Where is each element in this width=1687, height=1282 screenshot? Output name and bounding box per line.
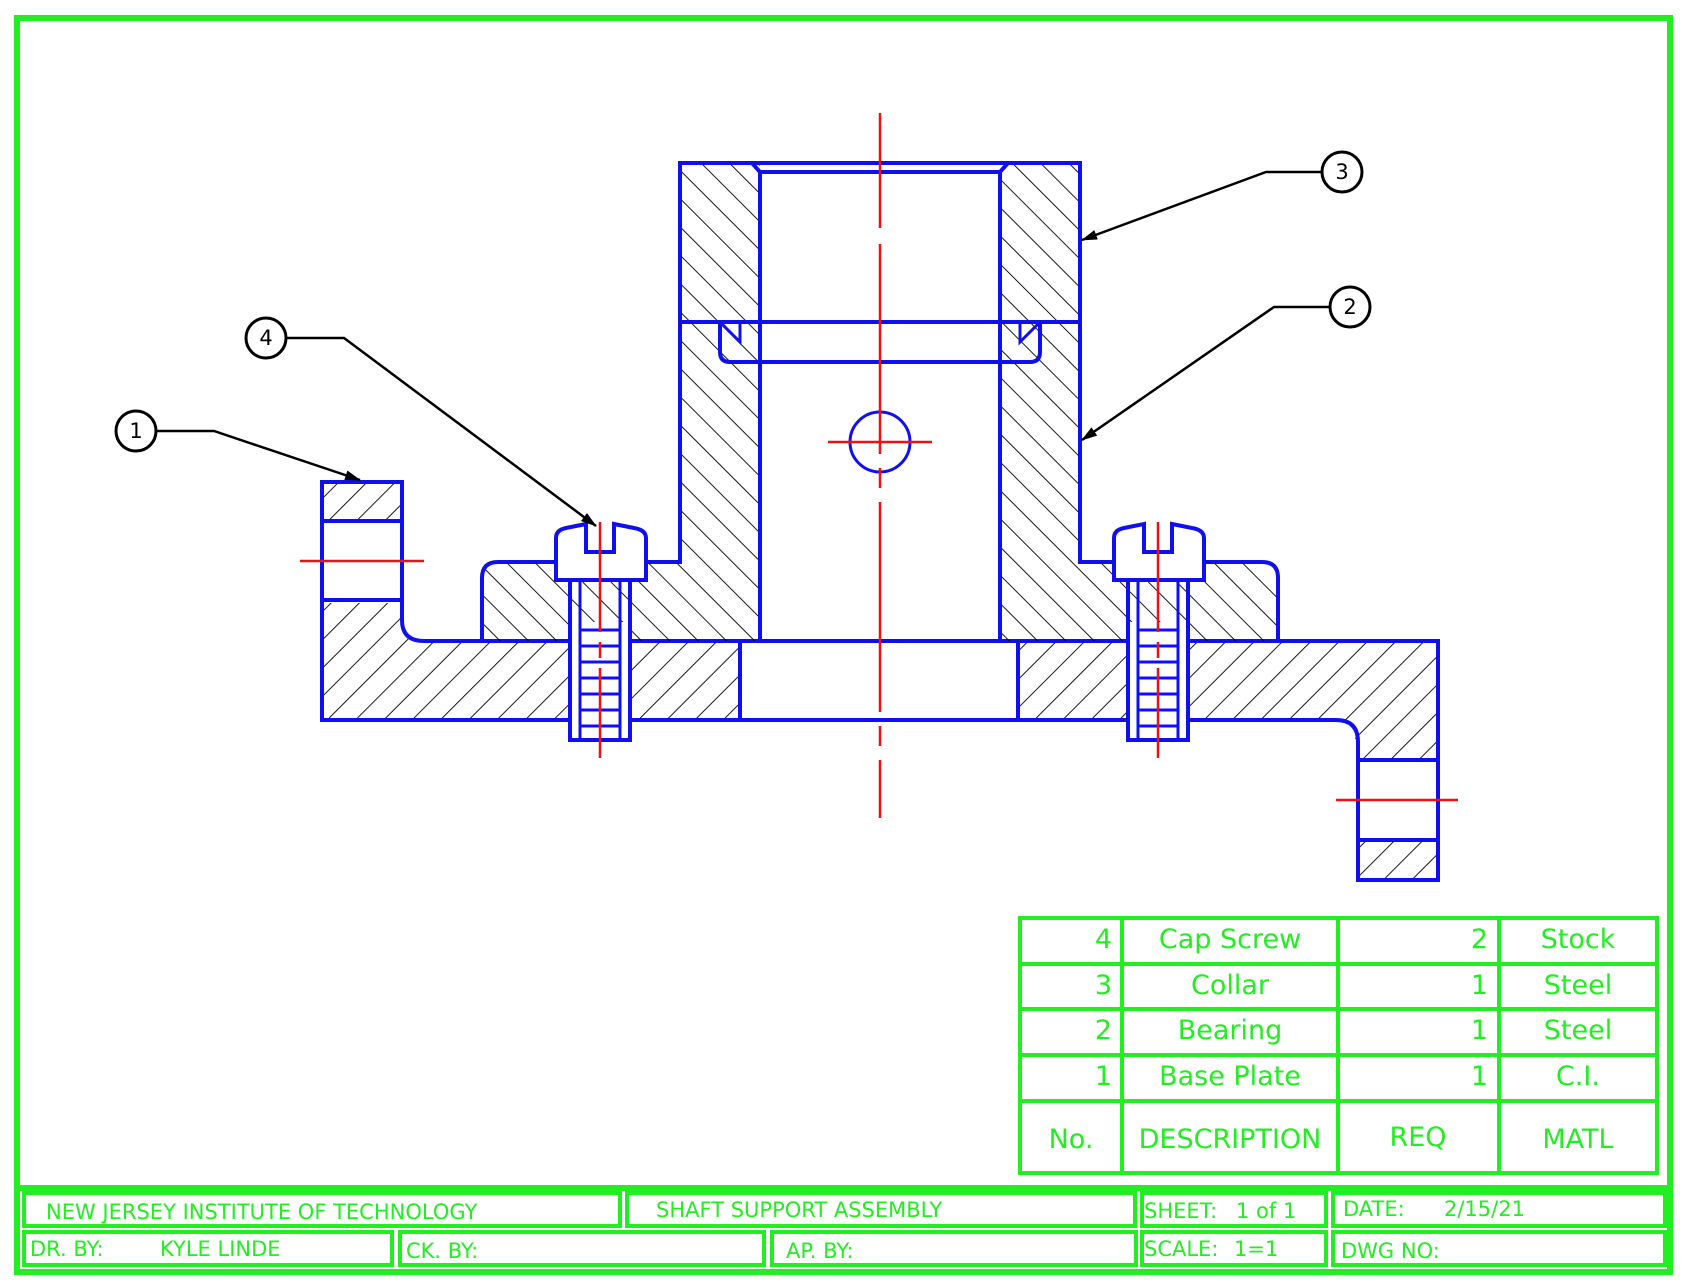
svg-text:2: 2 xyxy=(1343,295,1356,319)
center-lines xyxy=(300,113,1458,818)
parts-row-desc: Base Plate xyxy=(1159,1061,1301,1092)
institution-name: NEW JERSEY INSTITUTE OF TECHNOLOGY xyxy=(46,1200,478,1224)
approved-by-label: AP. BY: xyxy=(786,1239,853,1263)
scale-value: 1=1 xyxy=(1234,1237,1278,1261)
section-view: 3 2 4 1 xyxy=(114,113,1458,882)
collar xyxy=(678,161,1082,346)
drawn-by-value: KYLE LINDE xyxy=(160,1237,281,1261)
checked-by-label: CK. BY: xyxy=(406,1239,478,1263)
parts-row-matl: Stock xyxy=(1541,924,1616,955)
drawn-by-label: DR. BY: xyxy=(30,1237,104,1261)
parts-row-req: 1 xyxy=(1471,970,1488,1001)
parts-row-req: 2 xyxy=(1471,924,1488,955)
parts-header-req: REQ xyxy=(1389,1122,1446,1153)
svg-text:4: 4 xyxy=(259,326,272,350)
parts-header-desc: DESCRIPTION xyxy=(1139,1124,1322,1155)
parts-row-matl: C.I. xyxy=(1556,1061,1600,1092)
leaders xyxy=(156,170,1330,528)
outer-border xyxy=(14,15,1673,1275)
base-plate xyxy=(320,480,1440,882)
parts-row-no: 2 xyxy=(1095,1015,1112,1046)
bearing xyxy=(480,322,1280,641)
sheet-label: SHEET: xyxy=(1144,1199,1217,1223)
parts-row-matl: Steel xyxy=(1544,1015,1612,1046)
parts-row-no: 1 xyxy=(1095,1061,1112,1092)
dwg-no-label: DWG NO: xyxy=(1341,1239,1440,1263)
parts-row-no: 4 xyxy=(1095,924,1112,955)
parts-header-matl: MATL xyxy=(1542,1124,1613,1155)
balloon-2: 2 xyxy=(1328,285,1372,329)
parts-header-no: No. xyxy=(1049,1124,1094,1155)
parts-row-desc: Cap Screw xyxy=(1159,924,1301,955)
balloon-4: 4 xyxy=(244,316,288,360)
svg-text:1: 1 xyxy=(129,419,142,443)
sheet-value: 1 of 1 xyxy=(1236,1199,1296,1223)
parts-row-desc: Collar xyxy=(1191,970,1270,1001)
parts-row-req: 1 xyxy=(1471,1061,1488,1092)
title-block: NEW JERSEY INSTITUTE OF TECHNOLOGY SHAFT… xyxy=(17,1185,1670,1267)
balloon-3: 3 xyxy=(1320,150,1364,194)
svg-text:3: 3 xyxy=(1335,160,1348,184)
date-label: DATE: xyxy=(1343,1197,1405,1221)
parts-row-no: 3 xyxy=(1095,970,1112,1001)
parts-row-desc: Bearing xyxy=(1178,1015,1283,1046)
parts-row-matl: Steel xyxy=(1544,970,1612,1001)
date-value: 2/15/21 xyxy=(1444,1197,1525,1221)
parts-list: 4 Cap Screw 2 Stock 3 Collar 1 Steel 2 B… xyxy=(1018,916,1659,1175)
balloon-1: 1 xyxy=(114,409,158,453)
parts-row-req: 1 xyxy=(1471,1015,1488,1046)
scale-label: SCALE: xyxy=(1144,1237,1218,1261)
drawing-title: SHAFT SUPPORT ASSEMBLY xyxy=(656,1198,943,1222)
